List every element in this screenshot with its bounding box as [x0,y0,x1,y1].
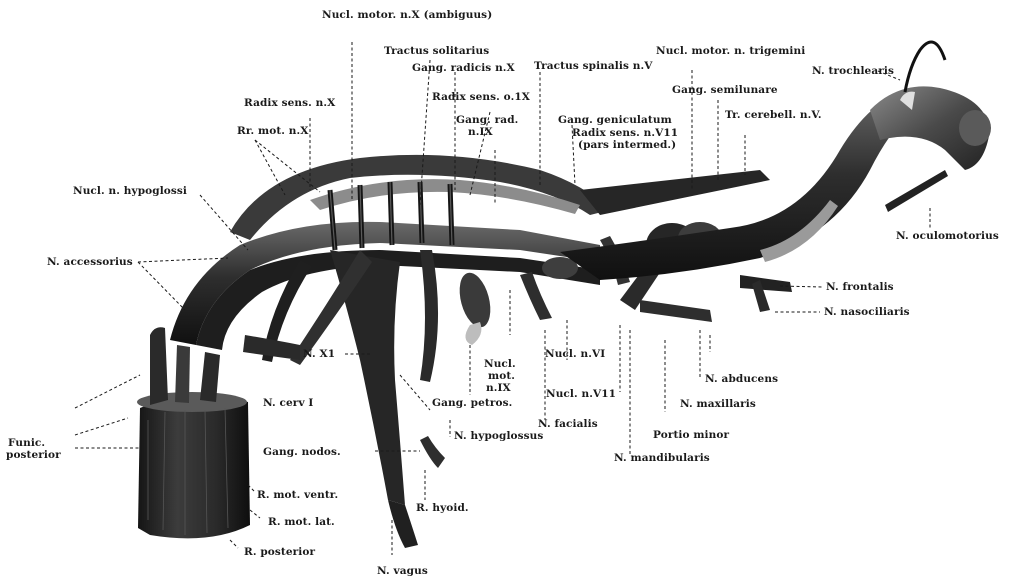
label-funic-posterior-2: posterior [6,449,61,461]
label-gang-radicis-x: Gang. radicis n.X [412,62,515,74]
label-tractus-solitarius: Tractus solitarius [384,45,489,57]
label-nucl-mot-ix-2: mot. [488,370,515,382]
label-n-maxillaris: N. maxillaris [680,398,756,410]
label-gang-semilunare: Gang. semilunare [672,84,778,96]
label-tr-cerebell-v: Tr. cerebell. n.V. [725,109,822,121]
label-n-hypoglossus: N. hypoglossus [454,430,543,442]
label-radix-sens-vii-1: Radix sens. n.V11 [572,127,678,139]
label-nucl-motor-x: Nucl. motor. n.X (ambiguus) [322,9,492,21]
label-nucl-vi: Nucl. n.VI [545,348,605,360]
label-n-xi: N. X1 [303,348,335,360]
label-gang-nodos: Gang. nodos. [263,446,341,458]
label-nucl-mot-ix-3: n.IX [486,382,511,394]
label-n-frontalis: N. frontalis [826,281,894,293]
label-rr-mot-x: Rr. mot. n.X [237,125,309,137]
label-n-abducens: N. abducens [705,373,778,385]
label-r-mot-ventr: R. mot. ventr. [257,489,338,501]
label-n-trochlearis: N. trochlearis [812,65,894,77]
label-r-hyoid: R. hyoid. [416,502,469,514]
label-n-nasociliaris: N. nasociliaris [824,306,910,318]
label-nucl-motor-trigemini: Nucl. motor. n. trigemini [656,45,805,57]
label-funic-posterior-1: Funic. [8,437,45,449]
label-n-vagus: N. vagus [377,565,428,577]
label-gang-rad-ix-1: Gang. rad. [456,114,518,126]
label-nucl-n-hypoglossi: Nucl. n. hypoglossi [73,185,187,197]
label-tractus-spinalis-v: Tractus spinalis n.V [534,60,653,72]
label-n-facialis: N. facialis [538,418,598,430]
label-r-mot-lat: R. mot. lat. [268,516,335,528]
label-portio-minor: Portio minor [653,429,729,441]
label-r-posterior: R. posterior [244,546,315,558]
label-n-mandibularis: N. mandibularis [614,452,710,464]
label-radix-sens-ix: Radix sens. o.1X [432,91,530,103]
label-gang-geniculatum: Gang. geniculatum [558,114,672,126]
label-radix-sens-x: Radix sens. n.X [244,97,335,109]
label-gang-rad-ix-2: n.IX [468,126,493,138]
spinal-cord-block [137,327,250,538]
label-n-oculomotorius: N. oculomotorius [896,230,999,242]
label-radix-sens-vii-2: (pars intermed.) [578,139,676,151]
label-n-accessorius: N. accessorius [47,256,133,268]
label-nucl-mot-ix-1: Nucl. [484,358,516,370]
label-gang-petros: Gang. petros. [432,397,512,409]
label-nucl-vii: Nucl. n.V11 [546,388,616,400]
label-n-cerv-i: N. cerv I [263,397,313,409]
